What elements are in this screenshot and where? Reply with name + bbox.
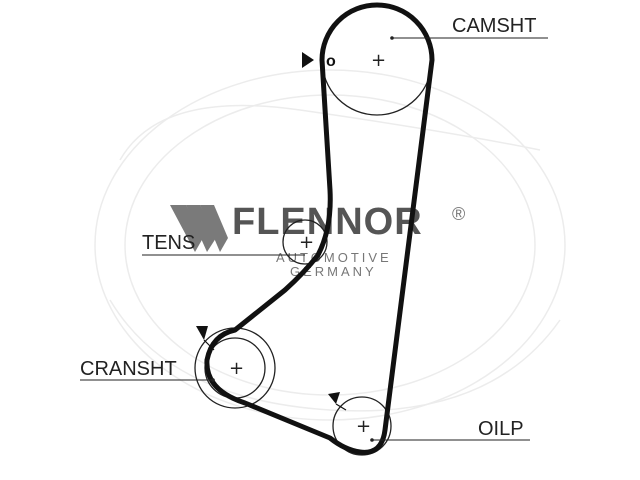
crankshaft-timing-arrow-line [203, 339, 215, 351]
oil-pump-timing-arrow-line [335, 403, 347, 411]
flennor-logo-icon [170, 205, 228, 252]
crankshaft-timing-arrow [196, 326, 208, 340]
oil-pump-label: OILP [478, 418, 524, 440]
tensioner-center-mark: + [299, 232, 314, 253]
tensioner-pulley [282, 219, 328, 265]
oil-pump-pulley [332, 396, 392, 456]
timing-belt [204, 2, 435, 455]
brand-registered-mark: ® [452, 204, 465, 224]
crankshaft-center-mark: + [229, 358, 244, 379]
tensioner-label: TENS [142, 232, 195, 254]
camshaft-center-mark: + [371, 50, 386, 71]
camshaft-timing-arrow [302, 52, 314, 68]
crankshaft-leader-dot [211, 378, 215, 382]
camshaft-label: CAMSHT [452, 15, 536, 37]
oil-pump-timing-arrow [328, 392, 340, 404]
leader-lines [80, 37, 548, 441]
camshaft-timing-mark: o [326, 53, 336, 70]
brand-line-germany: GERMANY [290, 264, 377, 279]
brand-line-automotive: AUTOMOTIVE [276, 250, 392, 265]
timing-arrow-icon [196, 52, 340, 404]
oil-pump-leader-dot [370, 438, 374, 442]
oil-pump-center-mark: + [356, 416, 371, 437]
crankshaft-label: CRANSHT [80, 358, 177, 380]
flennor-logo: FLENNOR ® AUTOMOTIVE GERMANY [170, 201, 465, 279]
camshaft-leader-dot [390, 36, 394, 40]
